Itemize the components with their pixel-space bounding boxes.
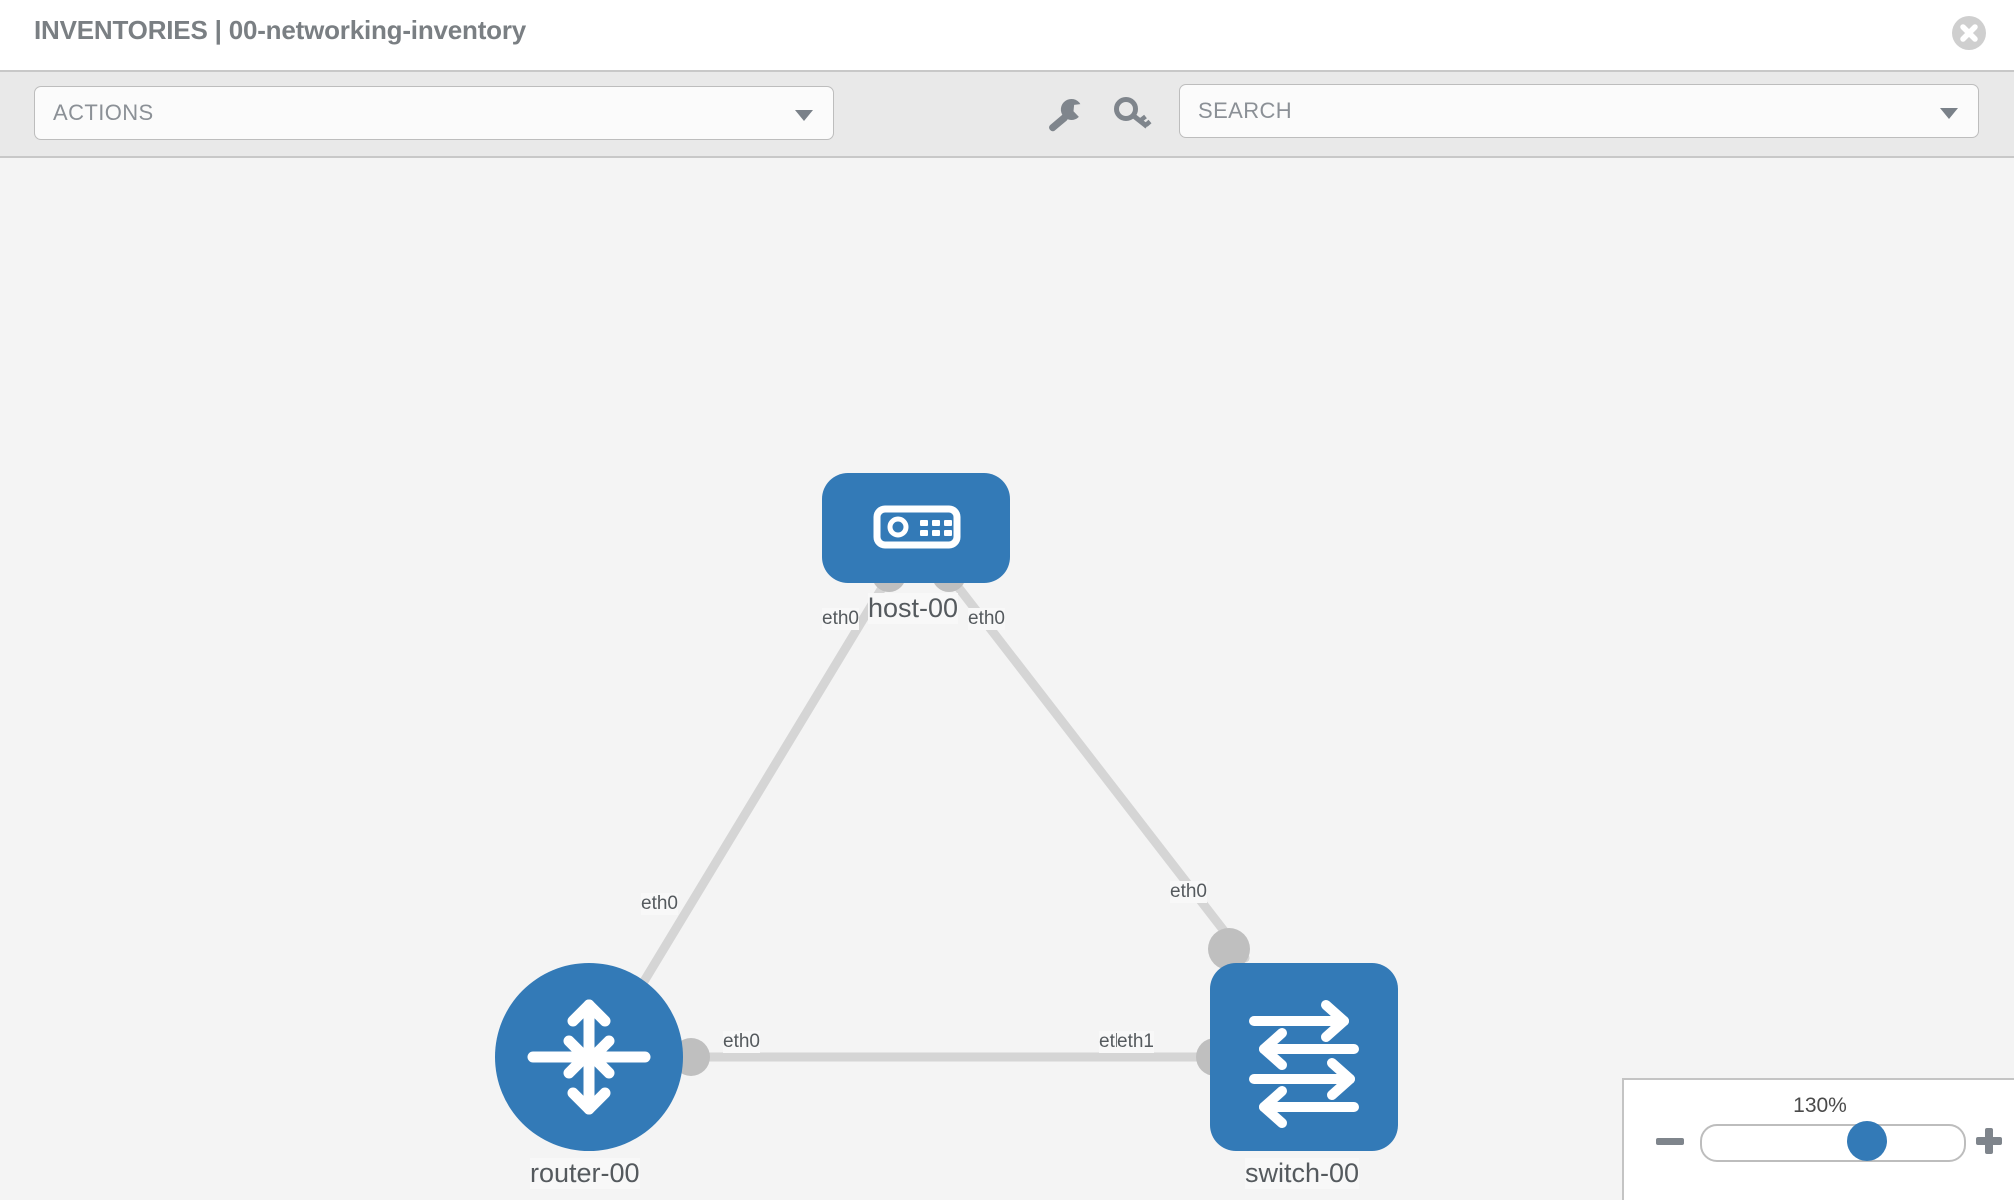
iface-label-router-right: eth0	[723, 1031, 760, 1053]
topology-canvas[interactable]: eth0 host-00 eth0 router-00 eth0 eth0	[0, 158, 2014, 1200]
iface-label-switch-up: eth0	[1170, 881, 1207, 903]
topology-links	[635, 578, 1250, 1062]
node-label-host-00: host-00	[868, 593, 959, 624]
node-label-switch-00: switch-00	[1245, 1158, 1360, 1189]
zoom-slider-handle[interactable]	[1847, 1121, 1887, 1161]
zoom-level-label: 130%	[1793, 1094, 1847, 1117]
node-router-00[interactable]	[495, 963, 683, 1151]
iface-label-router-up: eth0	[641, 893, 678, 915]
iface-label-host-right: eth0	[968, 608, 1005, 630]
node-switch-00[interactable]	[1210, 963, 1398, 1151]
iface-label-host-left: eth0	[822, 608, 859, 630]
link-host-router	[635, 578, 890, 993]
actions-dropdown-label: ACTIONS	[53, 100, 154, 125]
zoom-slider-track[interactable]	[1700, 1121, 1966, 1162]
actions-dropdown[interactable]: ACTIONS	[34, 86, 834, 140]
zoom-out-button[interactable]	[1656, 1138, 1684, 1145]
node-label-router-00: router-00	[530, 1158, 640, 1189]
header-bar: INVENTORIES | 00-networking-inventory	[0, 0, 2014, 70]
page-title: INVENTORIES | 00-networking-inventory	[34, 15, 527, 45]
zoom-in-button[interactable]	[1974, 1126, 2004, 1156]
zoom-panel: 130%	[1622, 1078, 2014, 1200]
search-input[interactable]: SEARCH	[1179, 84, 1979, 138]
search-placeholder: SEARCH	[1198, 98, 1293, 123]
node-host-00[interactable]	[822, 473, 1010, 583]
key-icon[interactable]	[1112, 93, 1154, 135]
chevron-down-icon[interactable]	[1940, 108, 1958, 119]
wrench-icon[interactable]	[1043, 93, 1085, 135]
close-icon[interactable]	[1952, 16, 1986, 50]
chevron-down-icon	[795, 110, 813, 121]
iface-label-switch-left: eth1	[1117, 1031, 1154, 1053]
